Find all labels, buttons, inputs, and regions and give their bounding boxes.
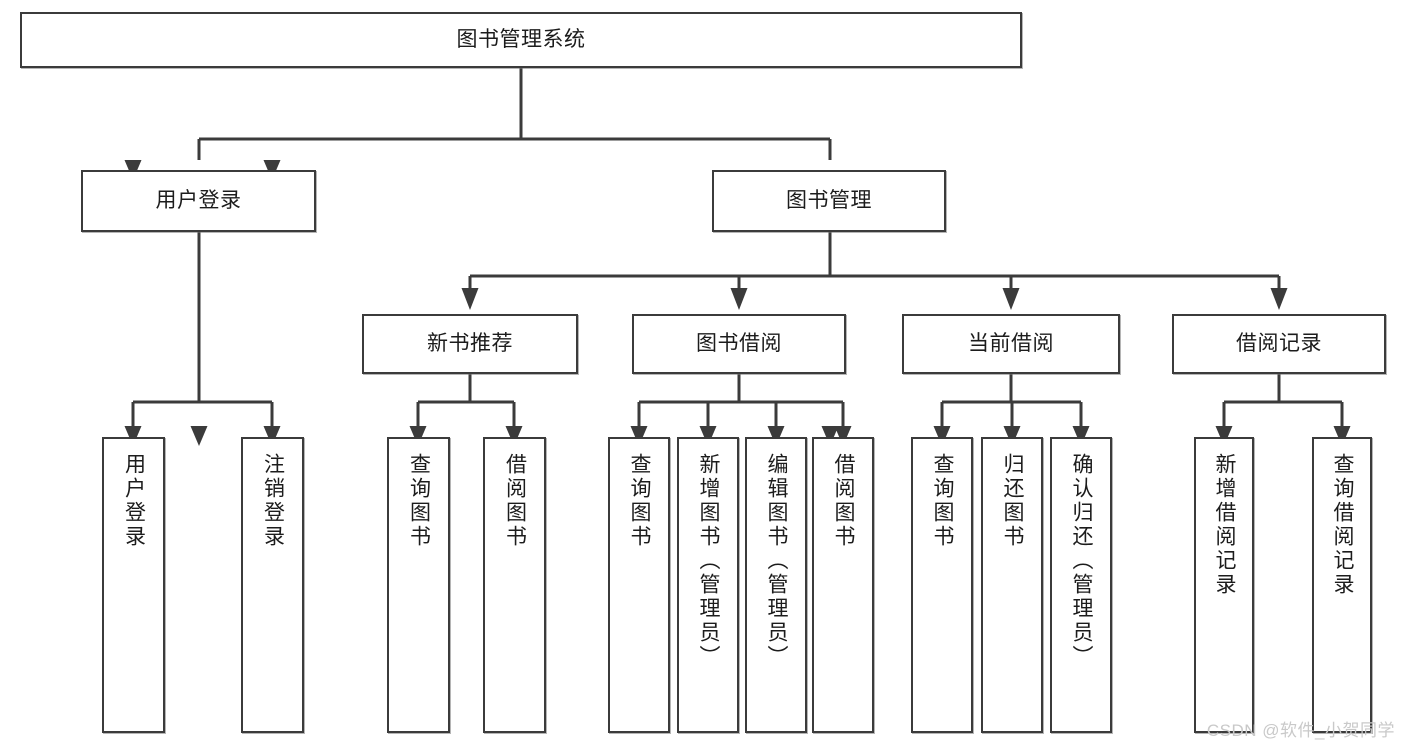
leaf-node-label: 新增图书（管理员） xyxy=(697,453,721,669)
node-current-borrow-label: 当前借阅 xyxy=(968,331,1054,355)
leaf-node[interactable]: 查询图书 xyxy=(387,437,450,733)
node-user-login[interactable]: 用户登录 xyxy=(81,170,316,232)
leaf-node-label: 查询图书 xyxy=(628,453,652,549)
node-borrow-record-label: 借阅记录 xyxy=(1236,331,1322,355)
node-root[interactable]: 图书管理系统 xyxy=(20,12,1022,68)
leaf-node[interactable]: 借阅图书 xyxy=(483,437,546,733)
leaf-node-label: 查询借阅记录 xyxy=(1331,453,1355,597)
leaf-node-label: 查询图书 xyxy=(407,453,431,549)
leaf-node-label: 借阅图书 xyxy=(832,453,856,549)
arrowheads xyxy=(124,160,1351,446)
node-root-label: 图书管理系统 xyxy=(456,27,586,51)
node-book-management[interactable]: 图书管理 xyxy=(712,170,946,232)
leaf-node[interactable]: 新增图书（管理员） xyxy=(677,437,739,733)
node-user-login-label: 用户登录 xyxy=(155,188,242,212)
node-new-book-recommend[interactable]: 新书推荐 xyxy=(362,314,578,374)
leaf-node[interactable]: 借阅图书 xyxy=(812,437,874,733)
leaf-node[interactable]: 注销登录 xyxy=(241,437,304,733)
node-book-borrow[interactable]: 图书借阅 xyxy=(632,314,846,374)
node-borrow-record[interactable]: 借阅记录 xyxy=(1172,314,1386,374)
node-current-borrow[interactable]: 当前借阅 xyxy=(902,314,1120,374)
leaf-node[interactable]: 编辑图书（管理员） xyxy=(745,437,807,733)
leaf-node-label: 注销登录 xyxy=(261,453,285,549)
leaf-node[interactable]: 查询借阅记录 xyxy=(1312,437,1372,733)
leaf-node-label: 查询图书 xyxy=(931,453,955,549)
leaf-node[interactable]: 归还图书 xyxy=(981,437,1043,733)
leaf-node[interactable]: 用户登录 xyxy=(102,437,165,733)
leaf-node-label: 确认归还（管理员） xyxy=(1070,453,1094,669)
node-book-borrow-label: 图书借阅 xyxy=(696,331,782,355)
leaf-node-label: 用户登录 xyxy=(122,453,146,549)
leaf-node-label: 归还图书 xyxy=(1001,453,1025,549)
node-book-management-label: 图书管理 xyxy=(786,188,872,212)
csdn-watermark: CSDN @软件_小贺同学 xyxy=(1206,721,1395,740)
leaf-node[interactable]: 查询图书 xyxy=(608,437,670,733)
leaf-node[interactable]: 查询图书 xyxy=(911,437,973,733)
leaf-node[interactable]: 确认归还（管理员） xyxy=(1050,437,1112,733)
leaf-node-label: 借阅图书 xyxy=(503,453,527,549)
leaf-node-label: 编辑图书（管理员） xyxy=(765,453,789,669)
leaf-node-label: 新增借阅记录 xyxy=(1213,453,1237,597)
leaf-node[interactable]: 新增借阅记录 xyxy=(1194,437,1254,733)
node-new-book-recommend-label: 新书推荐 xyxy=(427,331,513,355)
